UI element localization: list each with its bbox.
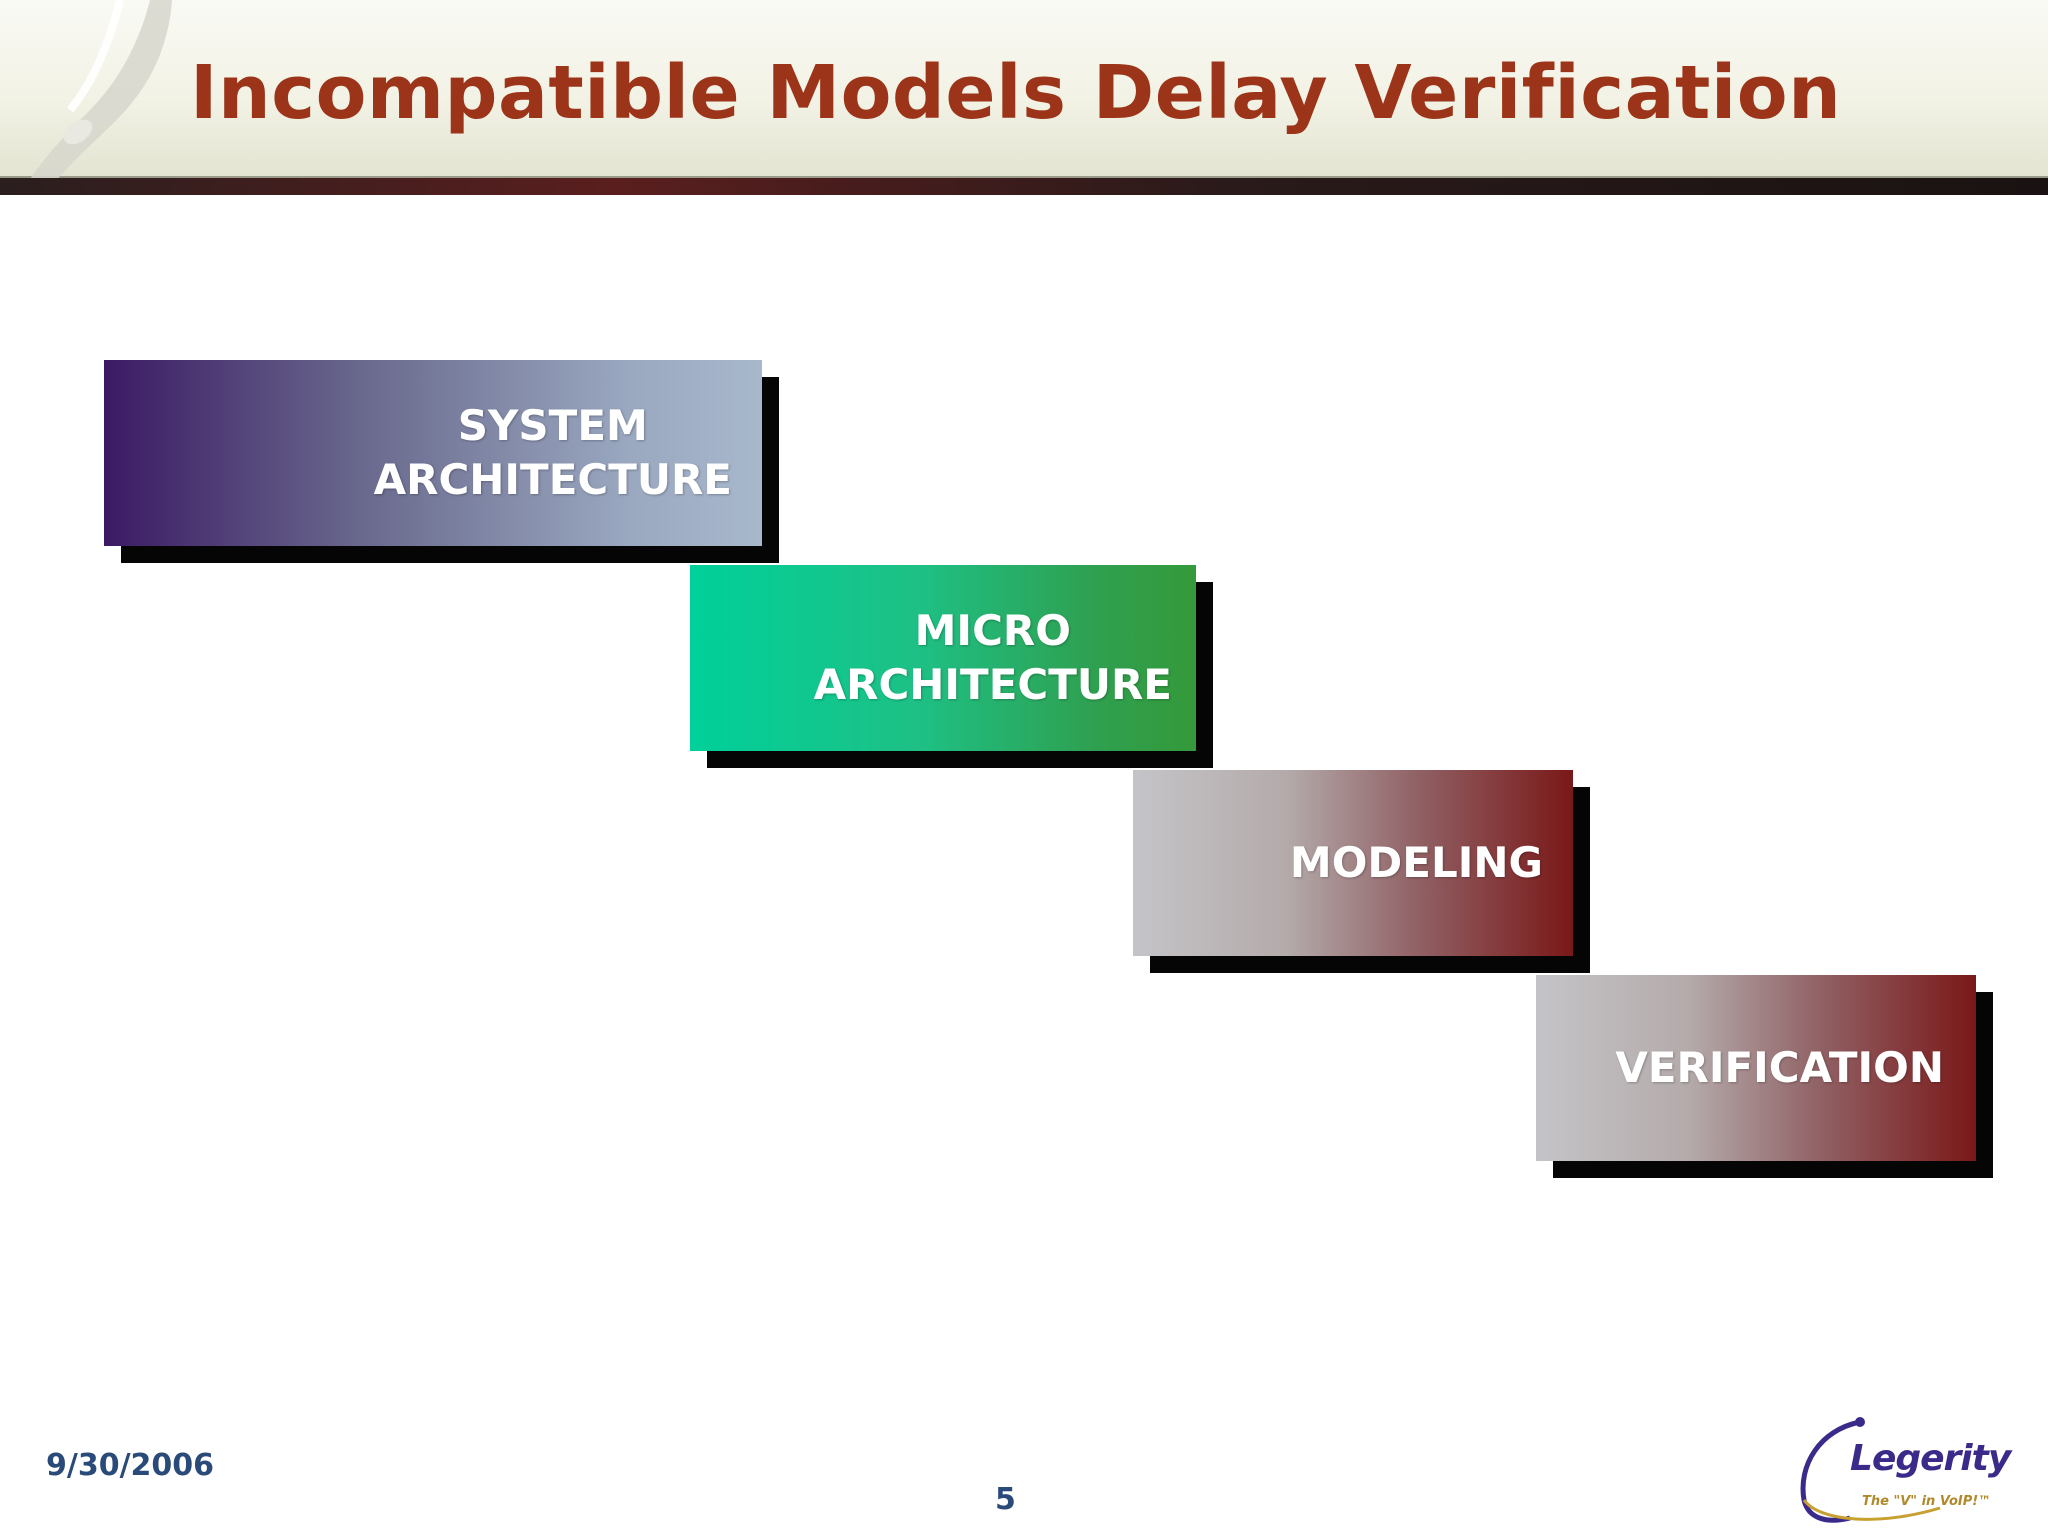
swoosh-decoration-icon: [20, 0, 172, 195]
step-verification: VERIFICATION: [1536, 975, 1993, 1178]
step-system-architecture: SYSTEM ARCHITECTURE: [104, 360, 779, 563]
header-divider-bar: [0, 178, 2048, 195]
footer-date: 9/30/2006: [46, 1448, 215, 1483]
step-micro-architecture: MICRO ARCHITECTURE: [690, 565, 1213, 768]
company-logo: Legerity The "V" in VoIP!™: [1790, 1410, 2011, 1530]
step-box: VERIFICATION: [1536, 975, 1976, 1161]
step-box: MODELING: [1133, 770, 1573, 956]
logo-swirl-icon: [1800, 1417, 1941, 1523]
step-label: MODELING: [1289, 838, 1543, 887]
step-label: MICRO ARCHITECTURE: [813, 606, 1172, 709]
logo-tagline: The "V" in VoIP!™: [1862, 1494, 1992, 1509]
page-number: 5: [995, 1482, 1016, 1517]
step-box: SYSTEM ARCHITECTURE: [104, 360, 762, 546]
slide-header: Incompatible Models Delay Verification: [0, 0, 2048, 195]
step-label: SYSTEM ARCHITECTURE: [373, 401, 732, 504]
step-label: VERIFICATION: [1615, 1043, 1944, 1092]
logo-wordmark: Legerity: [1850, 1438, 2011, 1479]
slide-title: Incompatible Models Delay Verification: [190, 50, 1842, 136]
step-modeling: MODELING: [1133, 770, 1590, 973]
step-box: MICRO ARCHITECTURE: [690, 565, 1196, 751]
